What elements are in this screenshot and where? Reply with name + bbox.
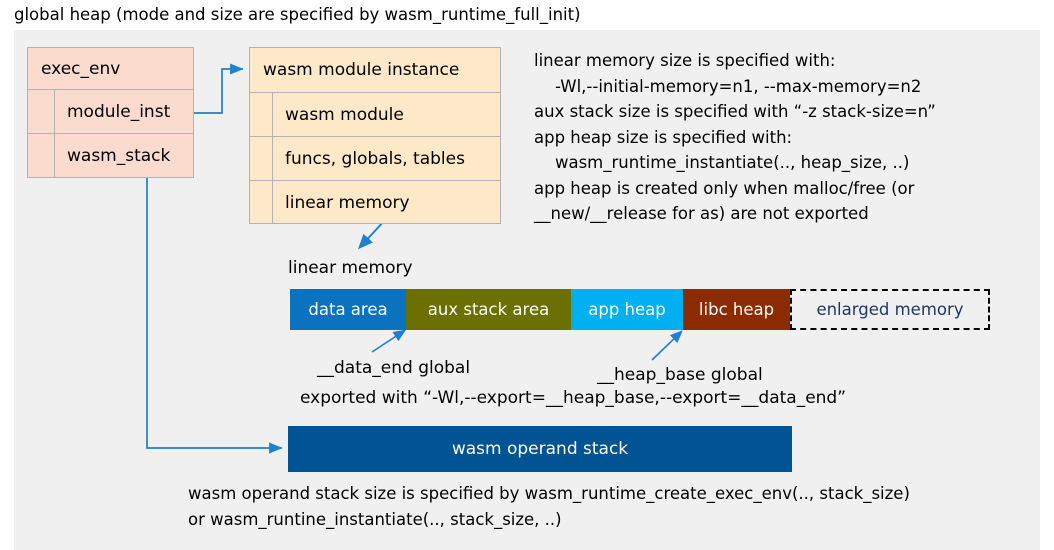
memory-segment-app-heap: app heap	[571, 289, 683, 330]
arrow-data-end-global	[371, 329, 407, 353]
page-title: global heap (mode and size are specified…	[14, 5, 581, 24]
struct-gutter	[250, 181, 273, 224]
arrow-module-inst-to-instance	[184, 63, 244, 114]
exec-env-field-wasm-stack: wasm_stack	[28, 133, 193, 177]
exec-env-field-module-inst: module_inst	[28, 89, 193, 133]
field-label: wasm module	[285, 104, 404, 125]
module-instance-field-wasm-module: wasm module	[250, 92, 500, 136]
operand-stack-note: wasm operand stack size is specified by …	[188, 484, 910, 529]
arrow-heap-base-global	[651, 330, 683, 361]
struct-gutter	[250, 93, 273, 136]
module-instance-field-funcs-globals-tables: funcs, globals, tables	[250, 136, 500, 180]
memory-segment-enlarged-memory: enlarged memory	[790, 289, 990, 330]
wasm-operand-stack-box: wasm operand stack	[288, 426, 792, 472]
exec-env-header: exec_env	[41, 58, 121, 79]
wasm-module-instance-box: wasm module instance wasm module funcs, …	[249, 47, 501, 224]
memory-segment-data-area: data area	[290, 289, 406, 330]
module-instance-header: wasm module instance	[263, 60, 460, 80]
struct-gutter	[250, 137, 273, 180]
exec-env-box: exec_env module_inst wasm_stack	[27, 47, 194, 178]
field-label: linear memory	[285, 192, 410, 213]
annotation-data-end: __data_end global	[317, 358, 471, 378]
linear-memory-bar-label: linear memory	[288, 258, 413, 278]
struct-gutter	[28, 90, 55, 133]
memory-segment-aux-stack-area: aux stack area	[406, 289, 571, 330]
field-label: funcs, globals, tables	[285, 148, 465, 169]
field-label: wasm_stack	[67, 145, 171, 166]
annotation-heap-base: __heap_base global	[597, 365, 763, 385]
module-instance-field-linear-memory: linear memory	[250, 180, 500, 224]
struct-gutter	[28, 134, 55, 177]
arrow-wasm-stack-to-operand-stack	[146, 170, 283, 454]
memory-segment-libc-heap: libc heap	[683, 289, 790, 330]
linear-memory-note: linear memory size is specified with: -W…	[534, 51, 936, 223]
annotation-exported-with: exported with “-Wl,--export=__heap_base,…	[300, 388, 847, 408]
field-label: module_inst	[67, 101, 171, 122]
